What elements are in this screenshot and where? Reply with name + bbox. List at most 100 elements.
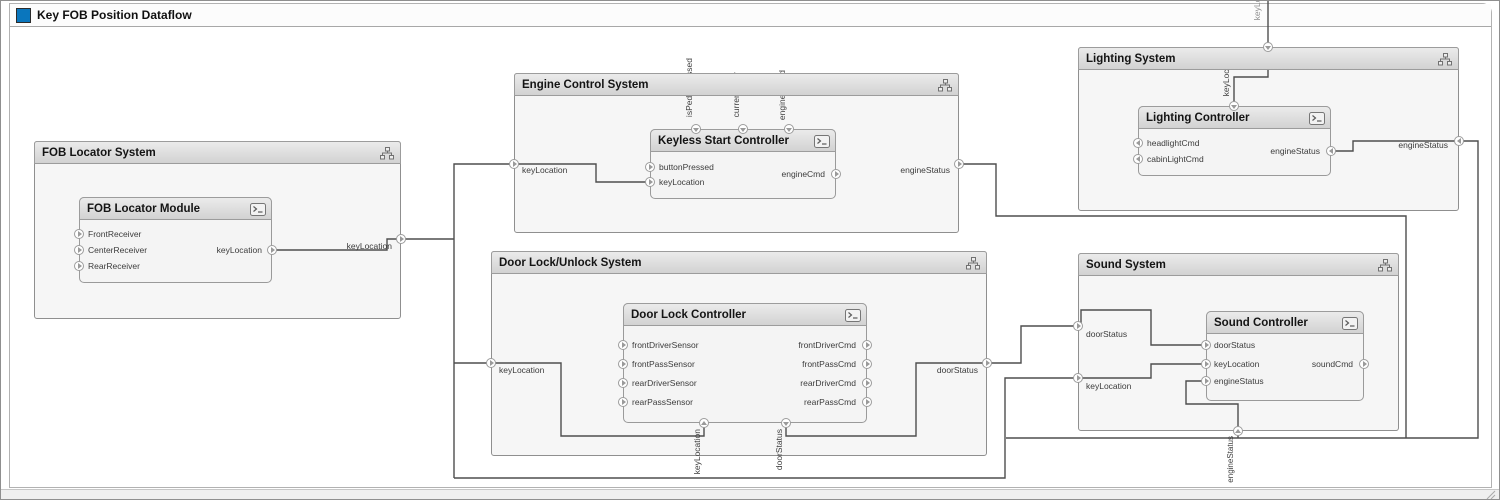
port-fob-frontreceiver[interactable] [74, 229, 84, 239]
port-sound-enginestatus-in[interactable] [1233, 426, 1243, 436]
port-engine-enginestatus-out[interactable] [954, 159, 964, 169]
port-label: engineStatus [1270, 146, 1320, 156]
component-lighting-controller[interactable]: Lighting Controller [1138, 106, 1331, 176]
port-lightingctrl-cabinlightcmd[interactable] [1133, 154, 1143, 164]
component-door-lock-controller[interactable]: Door Lock Controller [623, 303, 867, 423]
port-keyless-enginespeed[interactable] [784, 124, 794, 134]
behavior-badge-icon [845, 309, 861, 322]
port-label: RearReceiver [88, 261, 140, 271]
port-fob-centerreceiver[interactable] [74, 245, 84, 255]
wire-keylocation-trunk-to-sound[interactable] [454, 377, 1075, 479]
wire-engine-inner-keylocation[interactable] [517, 163, 647, 183]
port-label: buttonPressed [659, 162, 714, 172]
port-keyless-buttonpressed[interactable] [645, 162, 655, 172]
wire-fob-module-keylocation[interactable] [275, 238, 398, 251]
component-hierarchy-icon [380, 147, 394, 160]
lighting-controller-title: Lighting Controller [1146, 111, 1250, 124]
port-label: keyLocation [659, 177, 705, 187]
port-doorctrl-frontpasssensor[interactable] [618, 359, 628, 369]
resize-grip-icon[interactable] [1486, 490, 1497, 500]
door-controller-title: Door Lock Controller [631, 308, 747, 321]
port-label: rearPassSensor [632, 397, 693, 407]
wire-label-enginestatus: engineStatus [900, 165, 950, 175]
fob-module-title: FOB Locator Module [87, 202, 201, 215]
lighting-system-title: Lighting System [1086, 52, 1176, 65]
wire-enginestatus-main[interactable] [962, 163, 1407, 438]
port-door-doorstatus-out[interactable] [982, 358, 992, 368]
wire-sound-inner-keylocation[interactable] [1081, 363, 1203, 379]
port-doorctrl-reardrivercmd[interactable] [862, 378, 872, 388]
port-doorctrl-doorstatus-bottom[interactable] [781, 418, 791, 428]
port-soundctrl-keylocation[interactable] [1201, 359, 1211, 369]
wire-label-keylocation: keyLocation [346, 241, 392, 251]
diagram-frame [9, 3, 1492, 488]
port-doorctrl-frontpasscmd[interactable] [862, 359, 872, 369]
port-label: engineStatus [1214, 376, 1264, 386]
wire-keylocation-trunk-to-engine[interactable] [453, 163, 511, 478]
sound-system-title: Sound System [1086, 258, 1166, 271]
wire-label-doorstatus: doorStatus [1086, 329, 1128, 339]
port-label: doorStatus [1214, 340, 1256, 350]
wire-doorstatus-to-sound[interactable] [990, 325, 1075, 364]
port-label: frontPassSensor [632, 359, 695, 369]
port-fob-module-keylocation-out[interactable] [267, 245, 277, 255]
port-soundctrl-enginestatus[interactable] [1201, 376, 1211, 386]
component-sound-controller[interactable]: Sound Controller [1206, 311, 1364, 401]
port-label: rearPassCmd [804, 397, 856, 407]
wire-lighting-inner-enginestatus[interactable] [1328, 140, 1456, 152]
port-label: engineCmd [781, 169, 825, 179]
port-soundctrl-soundcmd[interactable] [1359, 359, 1369, 369]
port-doorctrl-reardriversensor[interactable] [618, 378, 628, 388]
port-lightingctrl-enginestatus[interactable] [1326, 146, 1336, 156]
port-label: frontPassCmd [802, 359, 856, 369]
port-lighting-enginestatus-in[interactable] [1454, 136, 1464, 146]
port-label: CenterReceiver [88, 245, 148, 255]
wire-sound-inner-doorstatus[interactable] [1080, 309, 1203, 346]
component-keyless-start-controller[interactable]: Keyless Start Controller [650, 129, 836, 199]
port-doorctrl-rearpasssensor[interactable] [618, 397, 628, 407]
port-label-vertical: doorStatus [774, 429, 784, 471]
port-doorctrl-frontdrivercmd[interactable] [862, 340, 872, 350]
port-engine-keylocation-in[interactable] [509, 159, 519, 169]
port-sound-keylocation-in[interactable] [1073, 373, 1083, 383]
port-lighting-keylocation-in[interactable] [1263, 42, 1273, 52]
port-keyless-currentgear[interactable] [738, 124, 748, 134]
port-label: rearDriverSensor [632, 378, 697, 388]
port-keyless-enginecmd[interactable] [831, 169, 841, 179]
engine-system-title: Engine Control System [522, 78, 649, 91]
horizontal-scrollbar-track[interactable] [1, 489, 1499, 499]
wire-label-doorstatus: doorStatus [936, 365, 978, 375]
port-label: cabinLightCmd [1147, 154, 1204, 164]
port-label: frontDriverCmd [798, 340, 856, 350]
wire-door-inner-doorstatus[interactable] [785, 362, 984, 437]
port-doorctrl-rearpasscmd[interactable] [862, 397, 872, 407]
wire-label-keylocation: keyLocation [499, 365, 545, 375]
port-sound-doorstatus-in[interactable] [1073, 321, 1083, 331]
port-keyless-keylocation[interactable] [645, 177, 655, 187]
port-label: FrontReceiver [88, 229, 142, 239]
diagram-title-bar: Key FOB Position Dataflow [10, 4, 1491, 27]
port-label: soundCmd [1311, 359, 1353, 369]
behavior-badge-icon [814, 135, 830, 148]
diagram-icon [16, 7, 31, 23]
wire-enginestatus-bottom-run[interactable] [1006, 140, 1479, 439]
wire-sound-inner-enginestatus[interactable] [1185, 380, 1239, 428]
port-fob-rearreceiver[interactable] [74, 261, 84, 271]
door-system-title: Door Lock/Unlock System [499, 256, 642, 269]
port-lightingctrl-headlightcmd[interactable] [1133, 138, 1143, 148]
port-doorctrl-keylocation-bottom[interactable] [699, 418, 709, 428]
component-hierarchy-icon [1378, 259, 1392, 272]
wire-door-inner-keylocation[interactable] [494, 362, 705, 437]
fob-system-title: FOB Locator System [42, 146, 156, 159]
port-soundctrl-doorstatus[interactable] [1201, 340, 1211, 350]
port-fob-system-keylocation-out[interactable] [396, 234, 406, 244]
port-keyless-ispedalpressed[interactable] [691, 124, 701, 134]
port-door-keylocation-in[interactable] [486, 358, 496, 368]
port-label-vertical: keyLocation [692, 429, 702, 475]
port-lightingctrl-keylocation[interactable] [1229, 101, 1239, 111]
wire-label-keylocation-vertical: keyLocation [1252, 1, 1262, 20]
component-fob-locator-module[interactable]: FOB Locator Module [79, 197, 272, 283]
port-label: headlightCmd [1147, 138, 1200, 148]
port-doorctrl-frontdriversensor[interactable] [618, 340, 628, 350]
